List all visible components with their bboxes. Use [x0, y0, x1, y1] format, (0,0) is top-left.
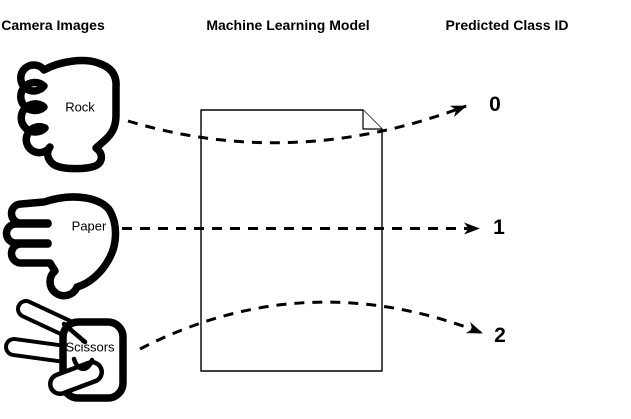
column-header-camera-images: Camera Images [1, 17, 105, 33]
document-icon [200, 109, 383, 372]
scissors-hand-icon [4, 299, 127, 402]
scissors-label: Scissors [65, 339, 115, 355]
class-id-2: 2 [494, 324, 506, 347]
arrow-rock-to-class-0 [127, 104, 467, 145]
rock-label: Rock [65, 99, 95, 115]
column-header-predicted-class-id: Predicted Class ID [445, 17, 569, 33]
class-id-0: 0 [489, 93, 501, 116]
column-header-machine-learning-model: Machine Learning Model [206, 17, 370, 33]
class-id-1: 1 [493, 216, 505, 239]
rock-hand-icon [17, 56, 120, 173]
paper-hand-icon [2, 193, 120, 300]
paper-label: Paper [71, 218, 107, 234]
